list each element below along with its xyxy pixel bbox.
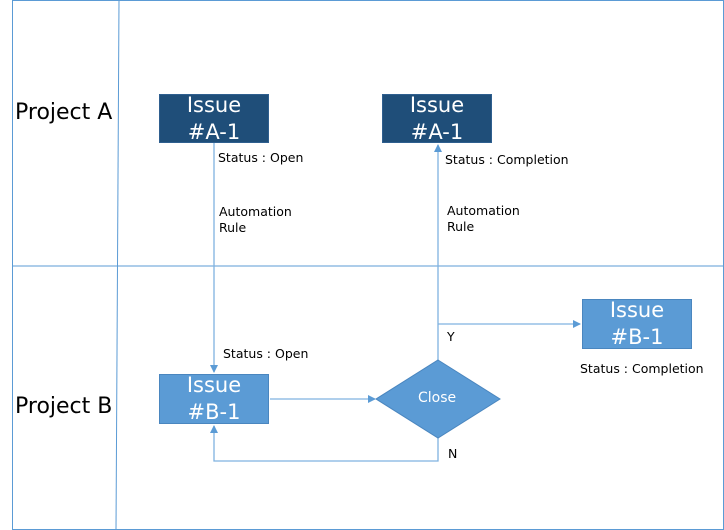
decision-diamond [375, 359, 501, 439]
automation-rule-right-line1: Automation [447, 203, 520, 218]
issue-a1-open-line1: Issue [186, 92, 242, 117]
issue-a1-completion-line1: Issue [409, 92, 465, 117]
connector-no-loop [210, 425, 439, 462]
status-a1-open: Status : Open [218, 150, 304, 165]
status-b1-open: Status : Open [223, 346, 309, 361]
automation-rule-right-line2: Rule [447, 219, 475, 234]
issue-b1-open-line1: Issue [186, 373, 242, 397]
issue-a1-completion-line2: #A-1 [410, 119, 464, 144]
issue-b1-completion-box: Issue #B-1 [582, 298, 692, 349]
issue-a1-open-line2: #A-1 [187, 119, 241, 144]
branch-no-label: N [448, 446, 458, 461]
automation-rule-left-line1: Automation [219, 204, 292, 219]
issue-a1-open-box: Issue #A-1 [159, 92, 269, 144]
lane-label-project-a: Project A [15, 100, 113, 125]
swimlane-frame [12, 0, 724, 530]
branch-yes-label: Y [447, 329, 455, 344]
automation-rule-left-line2: Rule [219, 220, 247, 235]
issue-b1-completion-line2: #B-1 [610, 325, 664, 349]
issue-b1-open-box: Issue #B-1 [159, 373, 269, 424]
decision-label: Close [418, 390, 457, 406]
issue-b1-completion-line1: Issue [609, 298, 665, 322]
issue-b1-open-line2: #B-1 [187, 400, 241, 424]
issue-a1-completion-box: Issue #A-1 [382, 92, 492, 144]
status-b1-completion: Status : Completion [580, 361, 704, 376]
status-a1-completion: Status : Completion [445, 152, 569, 167]
label-column-divider [115, 0, 120, 530]
lane-label-project-b: Project B [15, 394, 113, 419]
